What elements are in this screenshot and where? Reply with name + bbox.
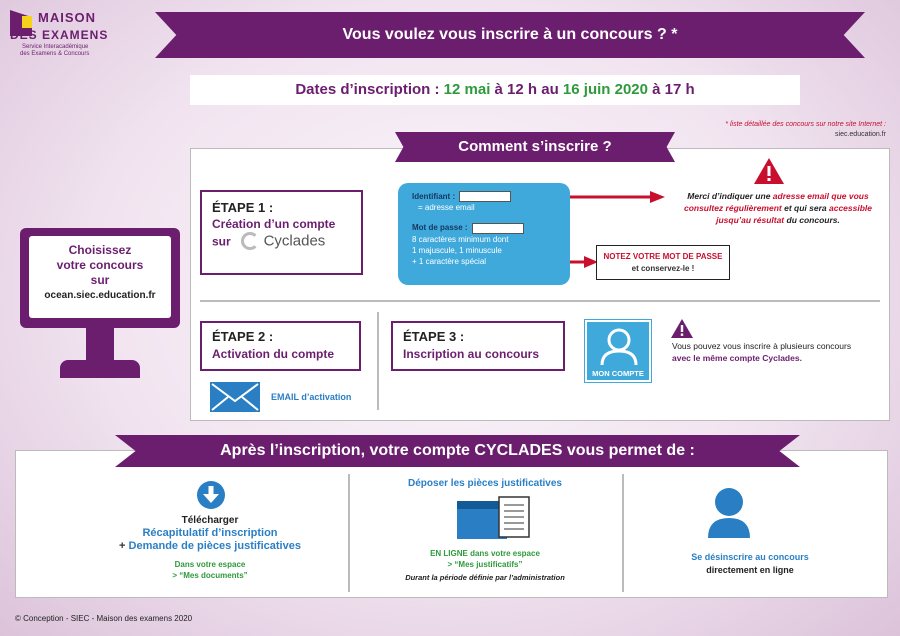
password-input[interactable] bbox=[471, 222, 524, 234]
logo-line1: MAISON bbox=[38, 10, 96, 25]
how-banner: Comment s’inscrire ? bbox=[395, 132, 675, 162]
col-divider-2 bbox=[622, 474, 624, 592]
logo-sub2: des Examens & Concours bbox=[20, 51, 90, 57]
multi-note: Vous pouvez vous inscrire à plusieurs co… bbox=[672, 341, 852, 363]
dates-mid2: à 17 h bbox=[647, 81, 695, 98]
cyclades-brand: Cyclades bbox=[263, 232, 326, 250]
logo-line2: DES EXAMENS bbox=[10, 28, 109, 42]
id-input[interactable] bbox=[459, 191, 512, 203]
documents-icon bbox=[457, 496, 530, 539]
email-note: Merci d’indiquer une adresse email que v… bbox=[683, 191, 873, 225]
dates-label: Dates d’inscription : bbox=[295, 81, 444, 98]
arrow-to-email-note bbox=[570, 191, 665, 203]
monitor-line3: sur bbox=[90, 273, 110, 287]
step1-title: ÉTAPE 1 : bbox=[212, 200, 274, 215]
logo: MAISON DES EXAMENS Service Interacadémiq… bbox=[10, 8, 130, 72]
dates-box: Dates d’inscription : 12 mai à 12 h au 1… bbox=[190, 75, 800, 105]
step2-label: Activation du compte bbox=[212, 347, 335, 361]
unsubscribe-column: Se désinscrire au concours directement e… bbox=[691, 552, 809, 575]
header-banner: Vous voulez vous inscrire à un concours … bbox=[155, 12, 865, 58]
logo-sub1: Service Interacadémique bbox=[22, 44, 89, 50]
download-column: Télécharger Récapitulatif d’inscription … bbox=[119, 515, 301, 580]
dates-mid1: à 12 h au bbox=[490, 81, 563, 98]
warning-icon bbox=[754, 158, 784, 184]
user-icon bbox=[600, 328, 638, 366]
my-account-label: MON COMPTE bbox=[592, 369, 644, 378]
pw-rule2: 1 majuscule, 1 minuscule bbox=[412, 245, 502, 255]
pw-rule3: + 1 caractère spécial bbox=[412, 256, 487, 266]
id-note: = adresse email bbox=[418, 203, 475, 213]
password-note: NOTEZ VOTRE MOT DE PASSE et conservez-le… bbox=[596, 245, 730, 280]
pw-rule1: 8 caractères minimum dont bbox=[412, 234, 509, 244]
step1-box: ÉTAPE 1 : Création d’un compte sur Cycla… bbox=[200, 190, 363, 275]
monitor-line2: votre concours bbox=[56, 258, 144, 272]
site-note: * liste détaillée des concours sur notre… bbox=[725, 120, 886, 140]
warning-icon-2 bbox=[671, 319, 693, 338]
id-label: Identifiant : bbox=[412, 192, 456, 201]
monitor-url[interactable]: ocean.siec.education.fr bbox=[44, 290, 156, 301]
site-note-link[interactable]: siec.education.fr bbox=[835, 131, 886, 138]
divider-vertical bbox=[377, 312, 379, 410]
my-account-button[interactable]: MON COMPTE bbox=[585, 320, 651, 382]
download-icon bbox=[197, 481, 225, 509]
step3-title: ÉTAPE 3 : bbox=[403, 329, 465, 344]
footer: © Conception - SIEC - Maison des examens… bbox=[15, 614, 193, 623]
activation-email: EMAIL d’activation bbox=[271, 392, 352, 402]
upload-title: Déposer les pièces justificatives bbox=[408, 478, 562, 489]
col-divider-1 bbox=[348, 474, 350, 592]
monitor-icon: Choisissez votre concours sur ocean.siec… bbox=[20, 228, 180, 378]
arrow-to-password-note bbox=[570, 256, 598, 268]
step1-line2: sur bbox=[212, 234, 231, 249]
step2-title: ÉTAPE 2 : bbox=[212, 329, 274, 344]
user-icon-large bbox=[708, 488, 750, 538]
date-end: 16 juin 2020 bbox=[562, 81, 648, 98]
envelope-icon bbox=[210, 382, 260, 412]
step3-box: ÉTAPE 3 : Inscription au concours bbox=[391, 321, 565, 371]
monitor-line1: Choisissez bbox=[68, 243, 132, 257]
upload-column: EN LIGNE dans votre espace > “Mes justif… bbox=[405, 549, 565, 582]
after-banner: Après l’inscription, votre compte CYCLAD… bbox=[115, 435, 800, 467]
password-label: Mot de passe : bbox=[412, 223, 468, 233]
divider bbox=[200, 300, 880, 302]
step3-label: Inscription au concours bbox=[403, 347, 540, 361]
cyclades-logo: Cyclades bbox=[241, 232, 325, 250]
logo-mark-accent bbox=[22, 16, 32, 28]
step1-line1: Création d’un compte bbox=[212, 217, 336, 231]
site-note-line1: * liste détaillée des concours sur notre… bbox=[725, 121, 886, 128]
date-start: 12 mai bbox=[443, 81, 491, 98]
credentials-form: Identifiant : = adresse email Mot de pas… bbox=[398, 183, 570, 285]
step2-box: ÉTAPE 2 : Activation du compte bbox=[200, 321, 361, 371]
